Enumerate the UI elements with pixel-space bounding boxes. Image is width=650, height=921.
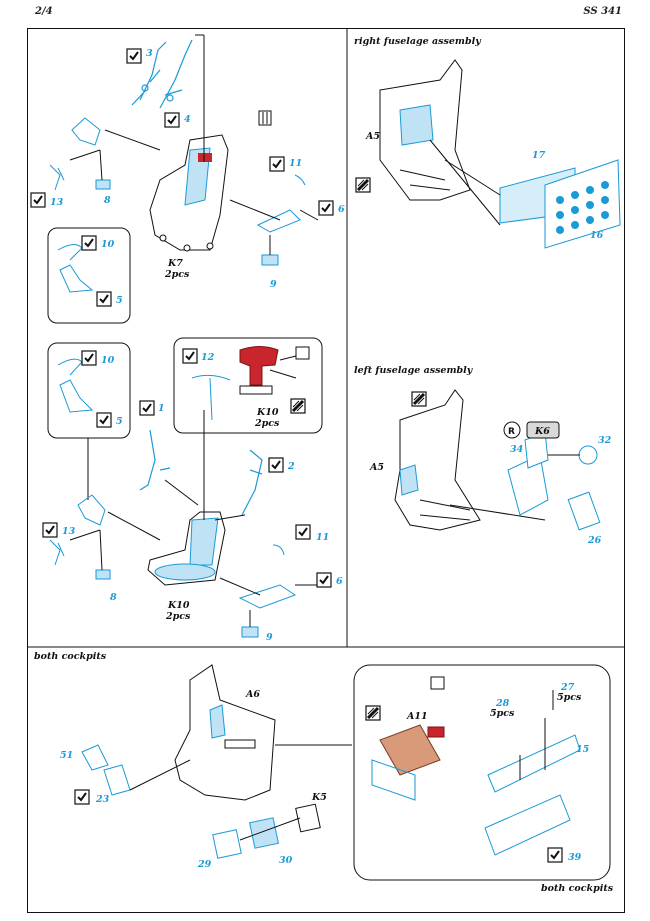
label-a5-right: A5 bbox=[365, 131, 380, 142]
seat-k7 bbox=[149, 134, 229, 252]
harness-1-2 bbox=[139, 429, 263, 516]
console-15 bbox=[484, 690, 581, 856]
product-code: SS 341 bbox=[583, 6, 622, 17]
label-k7-qty: 2pcs bbox=[164, 269, 190, 280]
seat-k10 bbox=[147, 511, 226, 586]
label-a11: A11 bbox=[406, 711, 428, 722]
left-fuselage-section bbox=[394, 389, 481, 531]
label-10: 10 bbox=[101, 239, 115, 250]
section-title-both-cockpits-bottom: both cockpits bbox=[541, 883, 614, 894]
label-9: 9 bbox=[270, 279, 277, 290]
label-6b: 6 bbox=[336, 576, 343, 587]
label-3: 3 bbox=[146, 48, 153, 59]
label-a5-left: A5 bbox=[369, 462, 384, 473]
svg-text:R: R bbox=[508, 427, 515, 437]
section-title-right-fuselage: right fuselage assembly bbox=[354, 36, 481, 47]
label-13b: 13 bbox=[62, 526, 76, 537]
label-6: 6 bbox=[338, 204, 345, 215]
detail-box-3 bbox=[173, 337, 323, 434]
label-8b: 8 bbox=[110, 592, 117, 603]
section-title-both-cockpits: both cockpits bbox=[34, 651, 107, 662]
label-12: 12 bbox=[201, 352, 215, 363]
label-k10a-qty: 2pcs bbox=[254, 418, 280, 429]
buckle-parts-top bbox=[49, 117, 111, 191]
label-16: 16 bbox=[590, 230, 604, 241]
label-k10b: K10 bbox=[167, 600, 190, 611]
label-17: 17 bbox=[532, 150, 546, 161]
label-28: 28 bbox=[495, 698, 510, 709]
label-10b: 10 bbox=[101, 355, 115, 366]
label-23: 23 bbox=[95, 794, 110, 805]
k5-parts bbox=[212, 803, 321, 859]
label-51: 51 bbox=[60, 750, 73, 761]
label-34: 34 bbox=[510, 444, 523, 455]
cockpit-tub bbox=[174, 664, 276, 801]
label-8: 8 bbox=[104, 195, 111, 206]
label-5: 5 bbox=[116, 295, 123, 306]
label-39: 39 bbox=[568, 852, 582, 863]
label-28-qty: 5pcs bbox=[490, 708, 515, 719]
label-k10a: K10 bbox=[256, 407, 279, 418]
label-a6: A6 bbox=[245, 689, 260, 700]
label-11b: 11 bbox=[316, 532, 329, 543]
harness-3-4 bbox=[131, 39, 193, 109]
label-26: 26 bbox=[587, 535, 602, 546]
label-k10b-qty: 2pcs bbox=[165, 611, 191, 622]
label-15: 15 bbox=[576, 744, 590, 755]
label-9b: 9 bbox=[266, 632, 273, 643]
detail-box-cockpit bbox=[353, 664, 611, 881]
label-4: 4 bbox=[184, 114, 191, 125]
label-k6: K6 bbox=[534, 426, 550, 437]
label-1: 1 bbox=[158, 403, 165, 414]
label-29: 29 bbox=[197, 859, 212, 870]
label-k5: K5 bbox=[311, 792, 327, 803]
section-title-left-fuselage: left fuselage assembly bbox=[354, 365, 473, 376]
right-fuselage-section bbox=[379, 59, 471, 201]
headrest-part bbox=[191, 346, 279, 421]
label-27-qty: 5pcs bbox=[557, 692, 582, 703]
a11-panel bbox=[371, 724, 445, 801]
panel-16 bbox=[544, 159, 621, 249]
panel-26 bbox=[567, 491, 601, 531]
label-13: 13 bbox=[50, 197, 64, 208]
detail-box-1 bbox=[47, 227, 131, 324]
page-number: 2/4 bbox=[35, 6, 53, 17]
label-30: 30 bbox=[279, 855, 293, 866]
label-11: 11 bbox=[289, 158, 302, 169]
instruction-frame bbox=[27, 28, 625, 913]
label-5b: 5 bbox=[116, 416, 123, 427]
label-27: 27 bbox=[560, 682, 575, 693]
label-32: 32 bbox=[598, 435, 612, 446]
label-2: 2 bbox=[287, 461, 295, 472]
label-k7: K7 bbox=[167, 258, 183, 269]
detail-box-2 bbox=[47, 342, 131, 439]
